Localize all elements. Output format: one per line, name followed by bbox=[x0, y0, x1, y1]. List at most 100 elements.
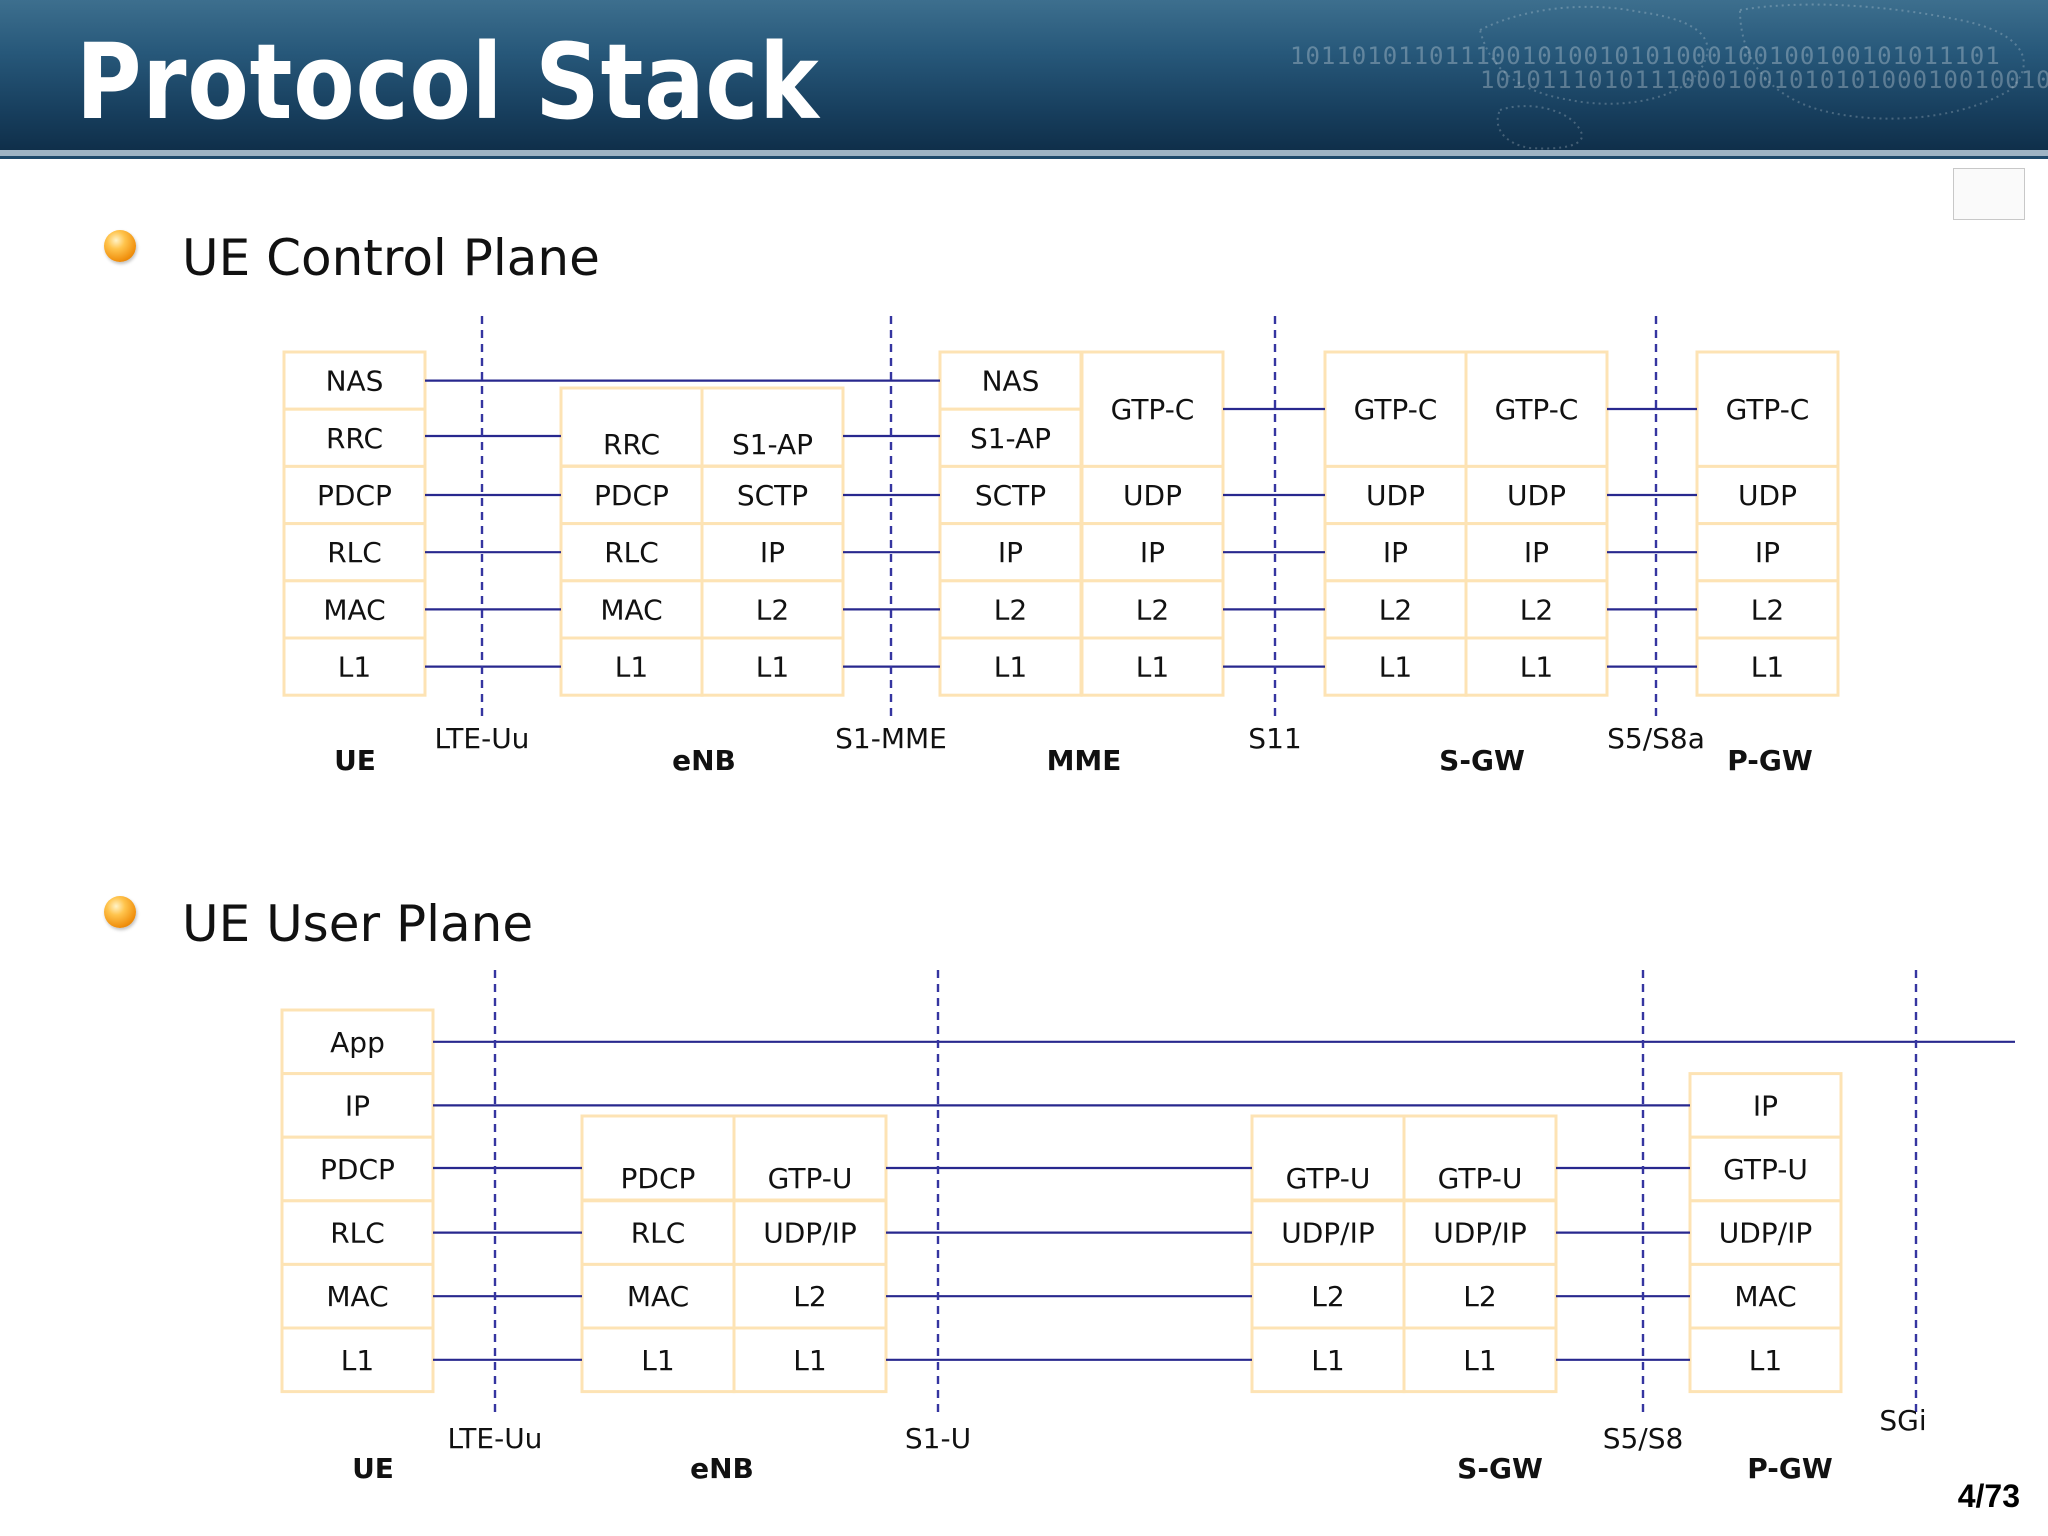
up-enb-udp-ip-box bbox=[732, 1199, 888, 1266]
cp-pgw-l2: L2 bbox=[1751, 593, 1784, 626]
up-interface-lte-uu: LTE-Uu bbox=[448, 1422, 543, 1455]
bullet-icon bbox=[104, 896, 136, 928]
cp-node-sgw: S-GW bbox=[1439, 744, 1525, 777]
slide-title: Protocol Stack bbox=[76, 21, 820, 143]
cp-sgw-udp-box bbox=[1323, 464, 1468, 526]
up-enb-gtp-u: GTP-U bbox=[768, 1162, 853, 1195]
cp-interface-s5-s8a: S5/S8a bbox=[1607, 722, 1705, 755]
cp-mme-ip: IP bbox=[1140, 536, 1165, 569]
up-sgw-l2-box bbox=[1402, 1262, 1558, 1330]
cp-node-mme: MME bbox=[1047, 744, 1122, 777]
up-node-enb: eNB bbox=[690, 1452, 754, 1485]
up-enb-l1: L1 bbox=[641, 1344, 674, 1377]
cp-node-pgw: P-GW bbox=[1727, 744, 1813, 777]
cp-enb-ip: IP bbox=[760, 536, 785, 569]
bullet-icon bbox=[104, 230, 136, 262]
user-plane-heading: UE User Plane bbox=[182, 895, 534, 953]
title-banner: 1011010110111001010010101000100100100101… bbox=[0, 0, 2048, 150]
cp-enb-sctp-box bbox=[700, 464, 845, 526]
cp-enb-l1: L1 bbox=[615, 651, 648, 684]
cp-enb-s1-ap: S1-AP bbox=[732, 428, 813, 461]
up-pgw-udp-ip: UDP/IP bbox=[1719, 1217, 1813, 1250]
up-ue-rlc: RLC bbox=[330, 1217, 385, 1250]
cp-sgw-gtp-c: GTP-C bbox=[1354, 393, 1438, 426]
up-pgw-mac: MAC bbox=[1734, 1280, 1796, 1313]
up-enb-l1-box bbox=[580, 1326, 736, 1394]
cp-enb-pdcp: PDCP bbox=[594, 479, 669, 512]
cp-sgw-gtp-c: GTP-C bbox=[1495, 393, 1579, 426]
up-sgw-l2: L2 bbox=[1311, 1280, 1344, 1313]
cp-sgw-l1: L1 bbox=[1520, 651, 1553, 684]
cp-pgw-gtp-c: GTP-C bbox=[1726, 393, 1810, 426]
up-sgw-l1: L1 bbox=[1463, 1344, 1496, 1377]
cp-mme-udp: UDP bbox=[1123, 479, 1182, 512]
up-sgw-udp-ip: UDP/IP bbox=[1281, 1217, 1375, 1250]
up-node-sgw: S-GW bbox=[1457, 1452, 1543, 1485]
up-sgw-l2: L2 bbox=[1463, 1280, 1496, 1313]
cp-mme-ip: IP bbox=[998, 536, 1023, 569]
cp-enb-sctp: SCTP bbox=[737, 479, 808, 512]
cp-enb-rrc: RRC bbox=[603, 428, 660, 461]
cp-enb-ip-box bbox=[700, 522, 845, 583]
up-enb-mac-box bbox=[580, 1262, 736, 1330]
up-pgw-ip: IP bbox=[1753, 1089, 1778, 1122]
cp-sgw-ip: IP bbox=[1383, 536, 1408, 569]
cp-mme-l2-box bbox=[938, 579, 1083, 640]
up-enb-l1: L1 bbox=[793, 1344, 826, 1377]
cp-sgw-l1: L1 bbox=[1379, 651, 1412, 684]
cp-node-enb: eNB bbox=[672, 744, 736, 777]
up-sgw-gtp-u: GTP-U bbox=[1286, 1162, 1371, 1195]
up-interface-s1-u: S1-U bbox=[905, 1422, 971, 1455]
cp-pgw-l2-box bbox=[1695, 579, 1840, 640]
cp-mme-l1-box bbox=[1080, 636, 1225, 697]
cp-sgw-udp: UDP bbox=[1507, 479, 1566, 512]
cp-ue-rrc-box bbox=[282, 407, 427, 468]
cp-enb-l2-box bbox=[700, 579, 845, 640]
cp-enb-rlc: RLC bbox=[604, 536, 659, 569]
cp-ue-pdcp: PDCP bbox=[317, 479, 392, 512]
binary-decoration: 1011010110111001010010101000100100100101… bbox=[1290, 42, 2001, 70]
cp-sgw-gtp-c-box bbox=[1323, 350, 1468, 468]
cp-pgw-gtp-c-box bbox=[1695, 350, 1840, 468]
up-ue-l1: L1 bbox=[341, 1344, 374, 1377]
cp-mme-s1-ap: S1-AP bbox=[970, 422, 1051, 455]
cp-sgw-ip: IP bbox=[1524, 536, 1549, 569]
cp-ue-l1-box bbox=[282, 636, 427, 697]
cp-enb-l1: L1 bbox=[756, 651, 789, 684]
cp-interface-s11: S11 bbox=[1248, 722, 1301, 755]
up-sgw-gtp-u-box bbox=[1402, 1114, 1558, 1202]
up-enb-mac: MAC bbox=[627, 1280, 689, 1313]
cp-ue-rlc: RLC bbox=[327, 536, 382, 569]
up-enb-gtp-u-box bbox=[732, 1114, 888, 1202]
binary-decoration: 1010111010111000100101010100010010010010… bbox=[1480, 66, 2048, 94]
up-sgw-udp-ip: UDP/IP bbox=[1433, 1217, 1527, 1250]
cp-enb-l2: L2 bbox=[756, 593, 789, 626]
up-interface-sgi: SGi bbox=[1879, 1404, 1926, 1437]
cp-pgw-ip-box bbox=[1695, 522, 1840, 583]
cp-pgw-ip: IP bbox=[1755, 536, 1780, 569]
cp-mme-gtp-c: GTP-C bbox=[1111, 393, 1195, 426]
cp-sgw-udp: UDP bbox=[1366, 479, 1425, 512]
up-sgw-l1: L1 bbox=[1311, 1344, 1344, 1377]
cp-mme-l1: L1 bbox=[1136, 651, 1169, 684]
up-pgw-gtp-u: GTP-U bbox=[1723, 1153, 1808, 1186]
up-pgw-ip-box bbox=[1688, 1072, 1843, 1139]
cp-sgw-l1-box bbox=[1464, 636, 1609, 697]
up-ue-app: App bbox=[330, 1026, 385, 1059]
up-sgw-gtp-u: GTP-U bbox=[1438, 1162, 1523, 1195]
cp-pgw-l1: L1 bbox=[1751, 651, 1784, 684]
cp-mme-l2: L2 bbox=[994, 593, 1027, 626]
cp-mme-l2: L2 bbox=[1136, 593, 1169, 626]
page-number: 4/73 bbox=[1957, 1478, 2020, 1514]
cp-node-ue: UE bbox=[334, 744, 376, 777]
cp-ue-mac: MAC bbox=[323, 593, 385, 626]
slide-thumbnail-icon bbox=[1953, 168, 2025, 220]
up-ue-ip: IP bbox=[345, 1089, 370, 1122]
cp-enb-mac: MAC bbox=[600, 593, 662, 626]
cp-interface-s1-mme: S1-MME bbox=[835, 722, 947, 755]
up-ue-app-box bbox=[280, 1008, 435, 1076]
cp-ue-nas-box bbox=[282, 350, 427, 411]
up-node-pgw: P-GW bbox=[1747, 1452, 1833, 1485]
cp-ue-rrc: RRC bbox=[326, 422, 383, 455]
